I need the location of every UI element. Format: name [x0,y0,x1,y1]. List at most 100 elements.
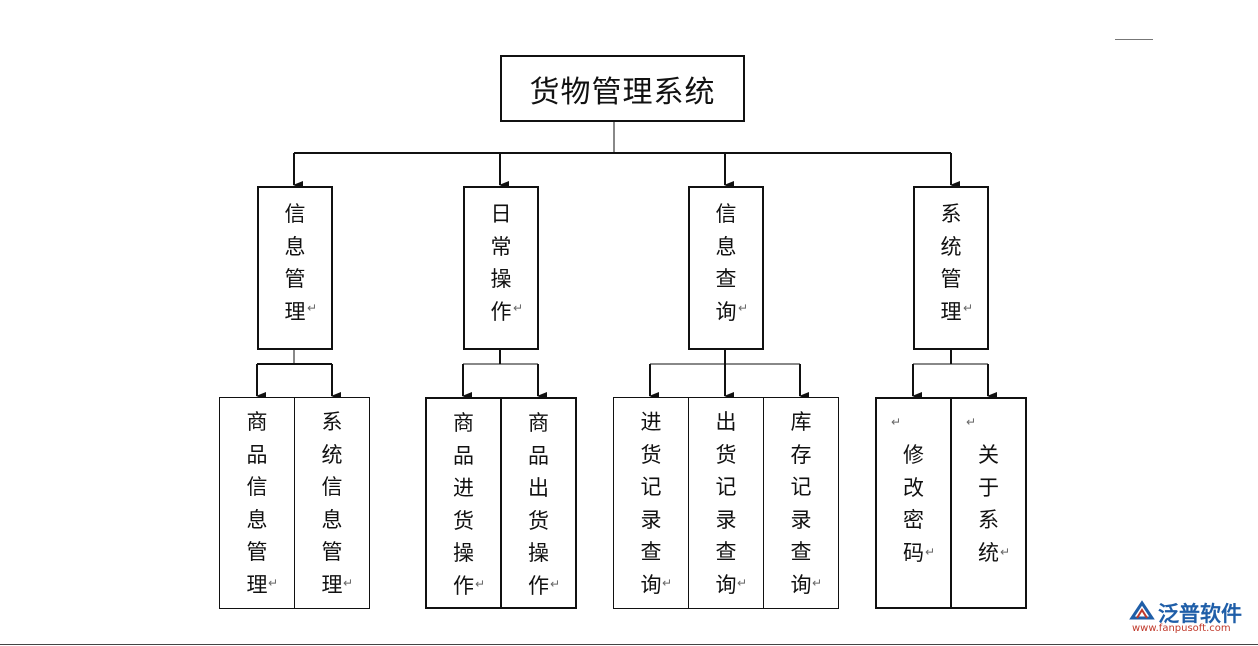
leaf-change-password: ↵ 修 改 密 码 ↵ [875,397,952,609]
leaf-char: 商 [453,411,474,435]
category-char: 息 [715,234,737,259]
return-mark: ↵ [891,415,902,429]
leaf-char: 息 [246,507,268,532]
bottom-rule [0,644,1258,645]
leaf-char: 商 [528,411,549,435]
leaf-char: 询 [640,572,662,597]
return-mark: ↵ [513,301,524,315]
category-info-management: 信 息 管 理 ↵ [257,186,333,350]
root-label: 货物管理系统 [529,74,716,110]
leaf-char: 密 [903,508,924,532]
return-mark: ↵ [268,576,279,590]
leaf-char: 品 [246,442,268,467]
watermark-logo: 泛普软件 www.fanpusoft.com [1128,598,1253,640]
category-char: 理 [940,299,962,324]
category-char: 日 [490,202,512,226]
leaf-char: 货 [453,508,474,533]
leaf-product-stock-out: 商 品 出 货 操 作 ↵ [500,397,577,609]
leaf-stock-out-record-query: 出 货 记 录 查 询 ↵ [688,397,764,609]
leaf-inventory-record-query: 库 存 记 录 查 询 ↵ [763,397,839,609]
category-char: 常 [490,234,512,259]
return-mark: ↵ [1000,545,1011,559]
leaf-char: 修 [903,443,924,467]
return-mark: ↵ [966,415,977,429]
leaf-about-system: ↵ 关 于 系 统 ↵ [950,397,1027,609]
return-mark: ↵ [550,577,561,591]
leaf-system-info-management: 系 统 信 息 管 理 ↵ [294,397,370,609]
category-char: 管 [940,267,962,291]
return-mark: ↵ [343,576,354,590]
leaf-char: 信 [321,475,343,499]
leaf-char: 管 [246,540,268,564]
leaf-char: 记 [715,475,737,499]
leaf-char: 系 [978,508,999,532]
leaf-char: 信 [246,475,268,499]
leaf-char: 出 [715,410,737,434]
return-mark: ↵ [925,545,936,559]
category-daily-operations: 日 常 操 作 ↵ [463,186,539,350]
leaf-char: 询 [715,572,737,597]
leaf-char: 统 [321,442,343,467]
leaf-char: 询 [790,572,812,597]
logo-url: www.fanpusoft.com [1132,623,1231,634]
category-char: 询 [715,299,737,324]
leaf-char: 查 [715,540,737,564]
return-mark: ↵ [963,301,974,315]
leaf-char: 商 [246,410,268,434]
leaf-char: 进 [453,476,474,500]
leaf-char: 录 [640,507,662,532]
category-char: 作 [490,299,512,324]
category-char: 操 [490,267,512,291]
leaf-char: 库 [790,410,812,434]
leaf-char: 于 [978,475,999,500]
leaf-char: 品 [528,443,549,468]
logo-icon [1129,600,1155,620]
category-char: 查 [715,267,737,291]
leaf-stock-in-record-query: 进 货 记 录 查 询 ↵ [613,397,689,609]
category-char: 信 [284,202,306,226]
leaf-char: 作 [453,573,474,598]
leaf-char: 记 [640,475,662,499]
return-mark: ↵ [662,576,673,590]
leaf-char: 货 [528,508,549,533]
leaf-char: 品 [453,443,474,468]
leaf-char: 息 [321,507,343,532]
return-mark: ↵ [738,301,749,315]
leaf-char: 操 [528,541,549,565]
leaf-char: 改 [903,475,924,500]
return-mark: ↵ [307,301,318,315]
root-node: 货物管理系统 [500,55,745,122]
leaf-char: 货 [640,442,662,467]
leaf-char: 码 [903,540,924,565]
category-char: 管 [284,267,306,291]
return-mark: ↵ [737,576,748,590]
category-system-management: 系 统 管 理 ↵ [913,186,989,350]
category-char: 系 [940,202,962,226]
leaf-char: 查 [640,540,662,564]
leaf-char: 管 [321,540,343,564]
leaf-char: 理 [246,572,268,597]
leaf-char: 存 [790,442,812,467]
leaf-char: 录 [790,507,812,532]
leaf-char: 系 [321,410,343,434]
leaf-char: 操 [453,541,474,565]
return-mark: ↵ [475,577,486,591]
leaf-char: 统 [978,540,999,565]
leaf-char: 关 [978,443,999,467]
leaf-char: 录 [715,507,737,532]
leaf-char: 货 [715,442,737,467]
category-char: 统 [940,234,962,259]
category-info-query: 信 息 查 询 ↵ [688,186,764,350]
leaf-product-info-management: 商 品 信 息 管 理 ↵ [219,397,295,609]
leaf-char: 进 [640,410,662,434]
leaf-char: 查 [790,540,812,564]
category-char: 息 [284,234,306,259]
category-char: 理 [284,299,306,324]
leaf-char: 记 [790,475,812,499]
category-char: 信 [715,202,737,226]
leaf-char: 作 [528,573,549,598]
logo-name: 泛普软件 [1158,602,1242,626]
top-dash [1115,39,1153,40]
leaf-char: 理 [321,572,343,597]
